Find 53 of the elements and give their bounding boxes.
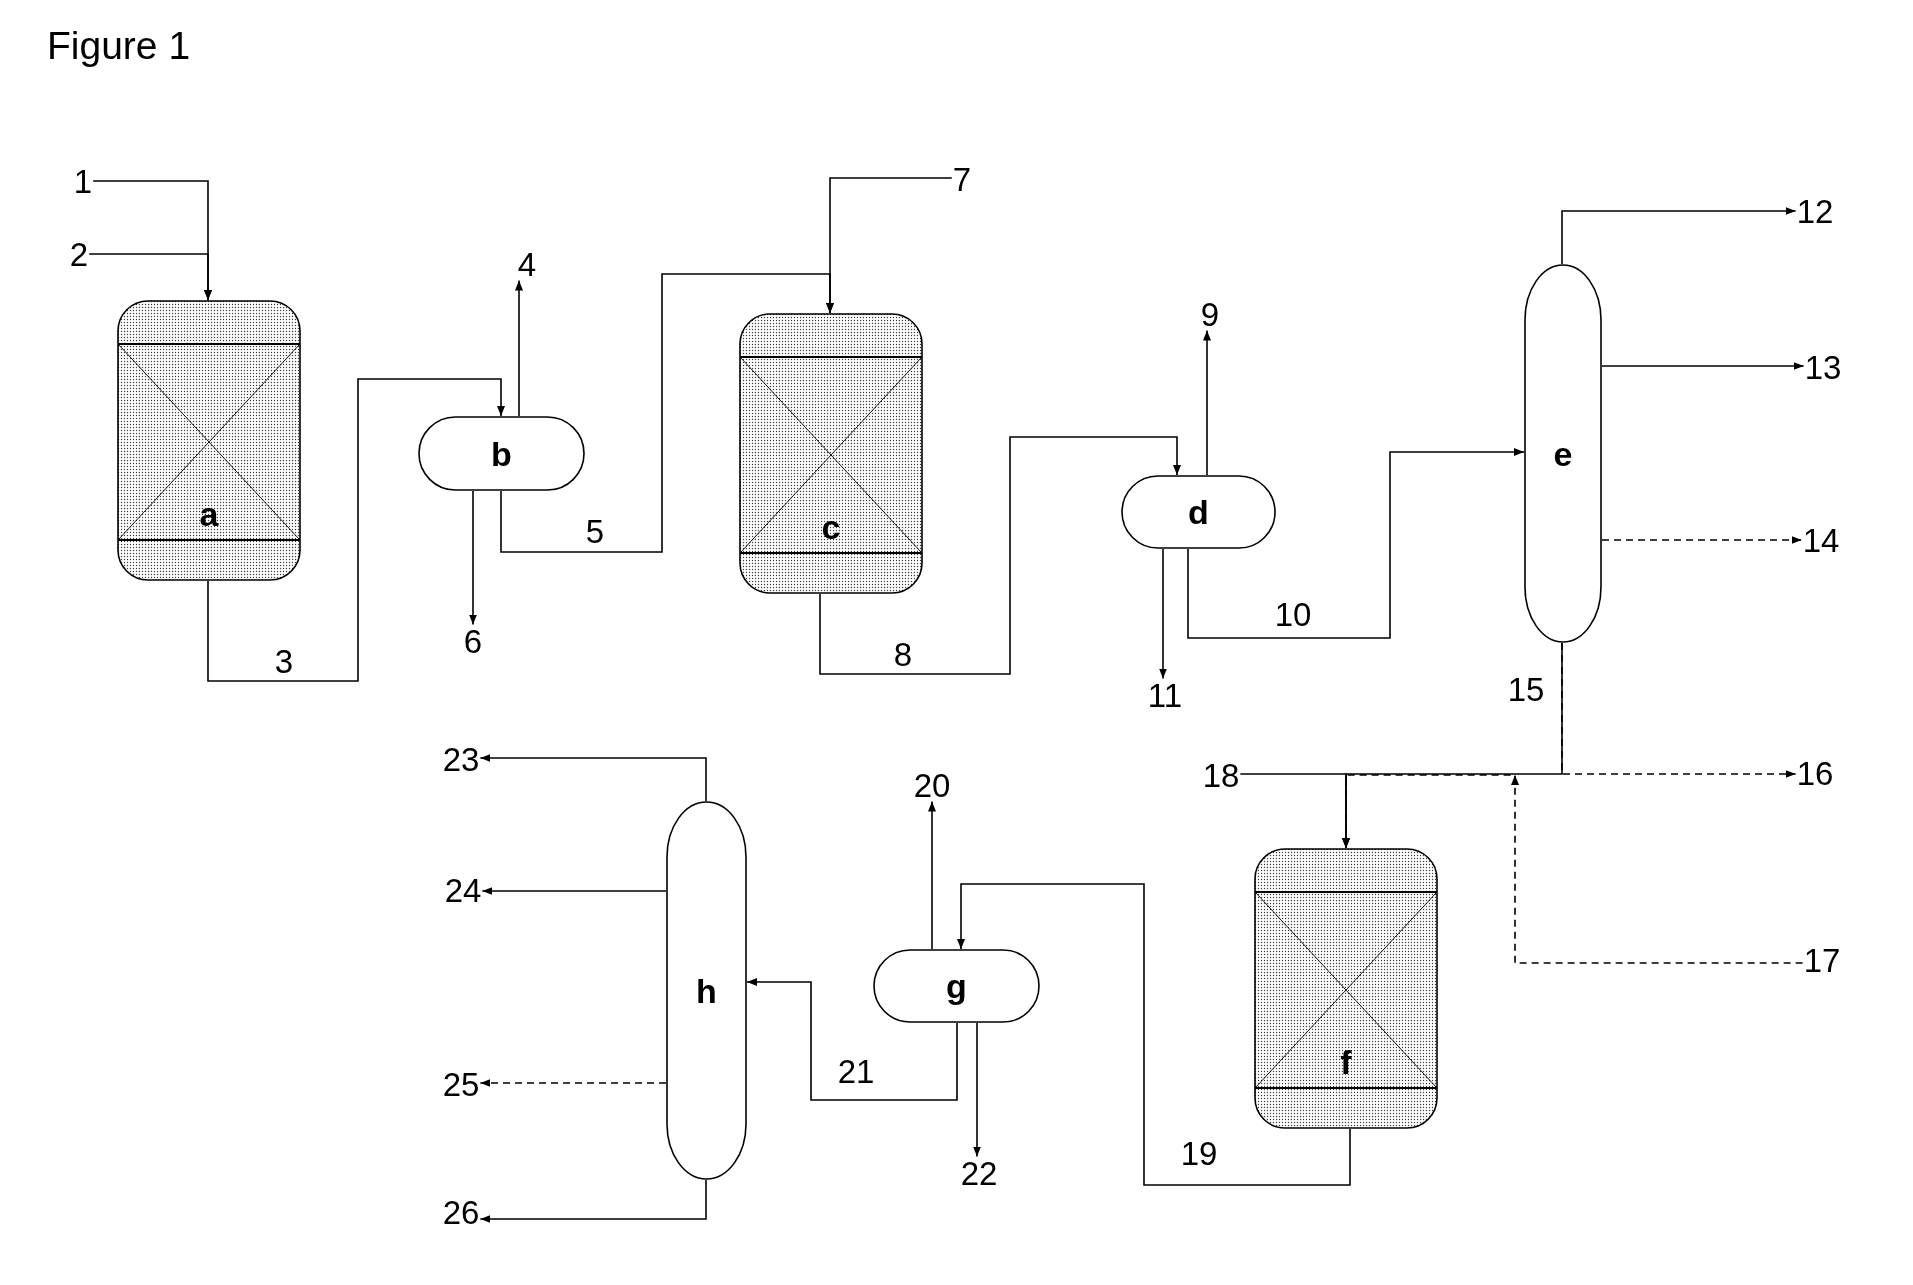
arrow [928,800,936,950]
reactor-vessel [739,313,923,594]
stream-number: 22 [959,1156,999,1190]
arrow [207,378,505,682]
dashed-arrow [1601,536,1803,544]
reactor-vessel [117,300,301,581]
dashed-arrow [479,1079,667,1087]
vessel-label: c [821,510,841,544]
vessel-label: g [946,969,967,1003]
stream-number: 17 [1802,943,1842,977]
stream-number: 24 [443,873,483,907]
arrow [1187,448,1525,639]
vessel-label: d [1188,495,1209,529]
arrow [1561,207,1797,265]
stream-number: 16 [1795,756,1835,790]
arrow [957,883,1351,1186]
arrow [1239,773,1350,849]
stream-number: 25 [441,1067,481,1101]
arrow [746,978,958,1101]
stream-number: 13 [1803,350,1843,384]
arrow [479,1179,707,1223]
vessel-label: e [1553,436,1573,471]
stream-number: 1 [72,164,94,198]
arrow [481,887,667,895]
arrow [1203,329,1211,476]
vessel-label: b [491,436,512,471]
stream-number: 9 [1199,297,1221,331]
arrow [515,279,523,417]
arrow [469,490,477,626]
stream-number: 7 [951,162,973,196]
stream-number: 20 [912,768,952,802]
figure-title: Figure 1 [47,24,191,69]
stream-number: 26 [441,1195,481,1229]
arrow [819,436,1181,675]
arrow [1159,548,1167,680]
stream-number: 2 [68,237,90,271]
arrow [826,177,953,314]
arrow [1601,362,1805,370]
arrow [973,1022,981,1158]
arrow [479,754,707,802]
stream-number: 11 [1146,678,1184,712]
vessel-label: f [1340,1045,1352,1079]
stream-number: 14 [1801,523,1841,557]
stream-number: 23 [441,742,481,776]
stream-number: 12 [1795,194,1835,228]
dashed-arrow [1561,642,1797,778]
stream-number: 6 [462,624,484,658]
stream-number: 18 [1201,758,1241,792]
stream-number: 4 [516,247,538,281]
arrow [88,253,212,301]
vessel-label: h [696,973,717,1008]
reactor-vessel [1254,848,1438,1129]
vessel-label: a [199,497,219,531]
